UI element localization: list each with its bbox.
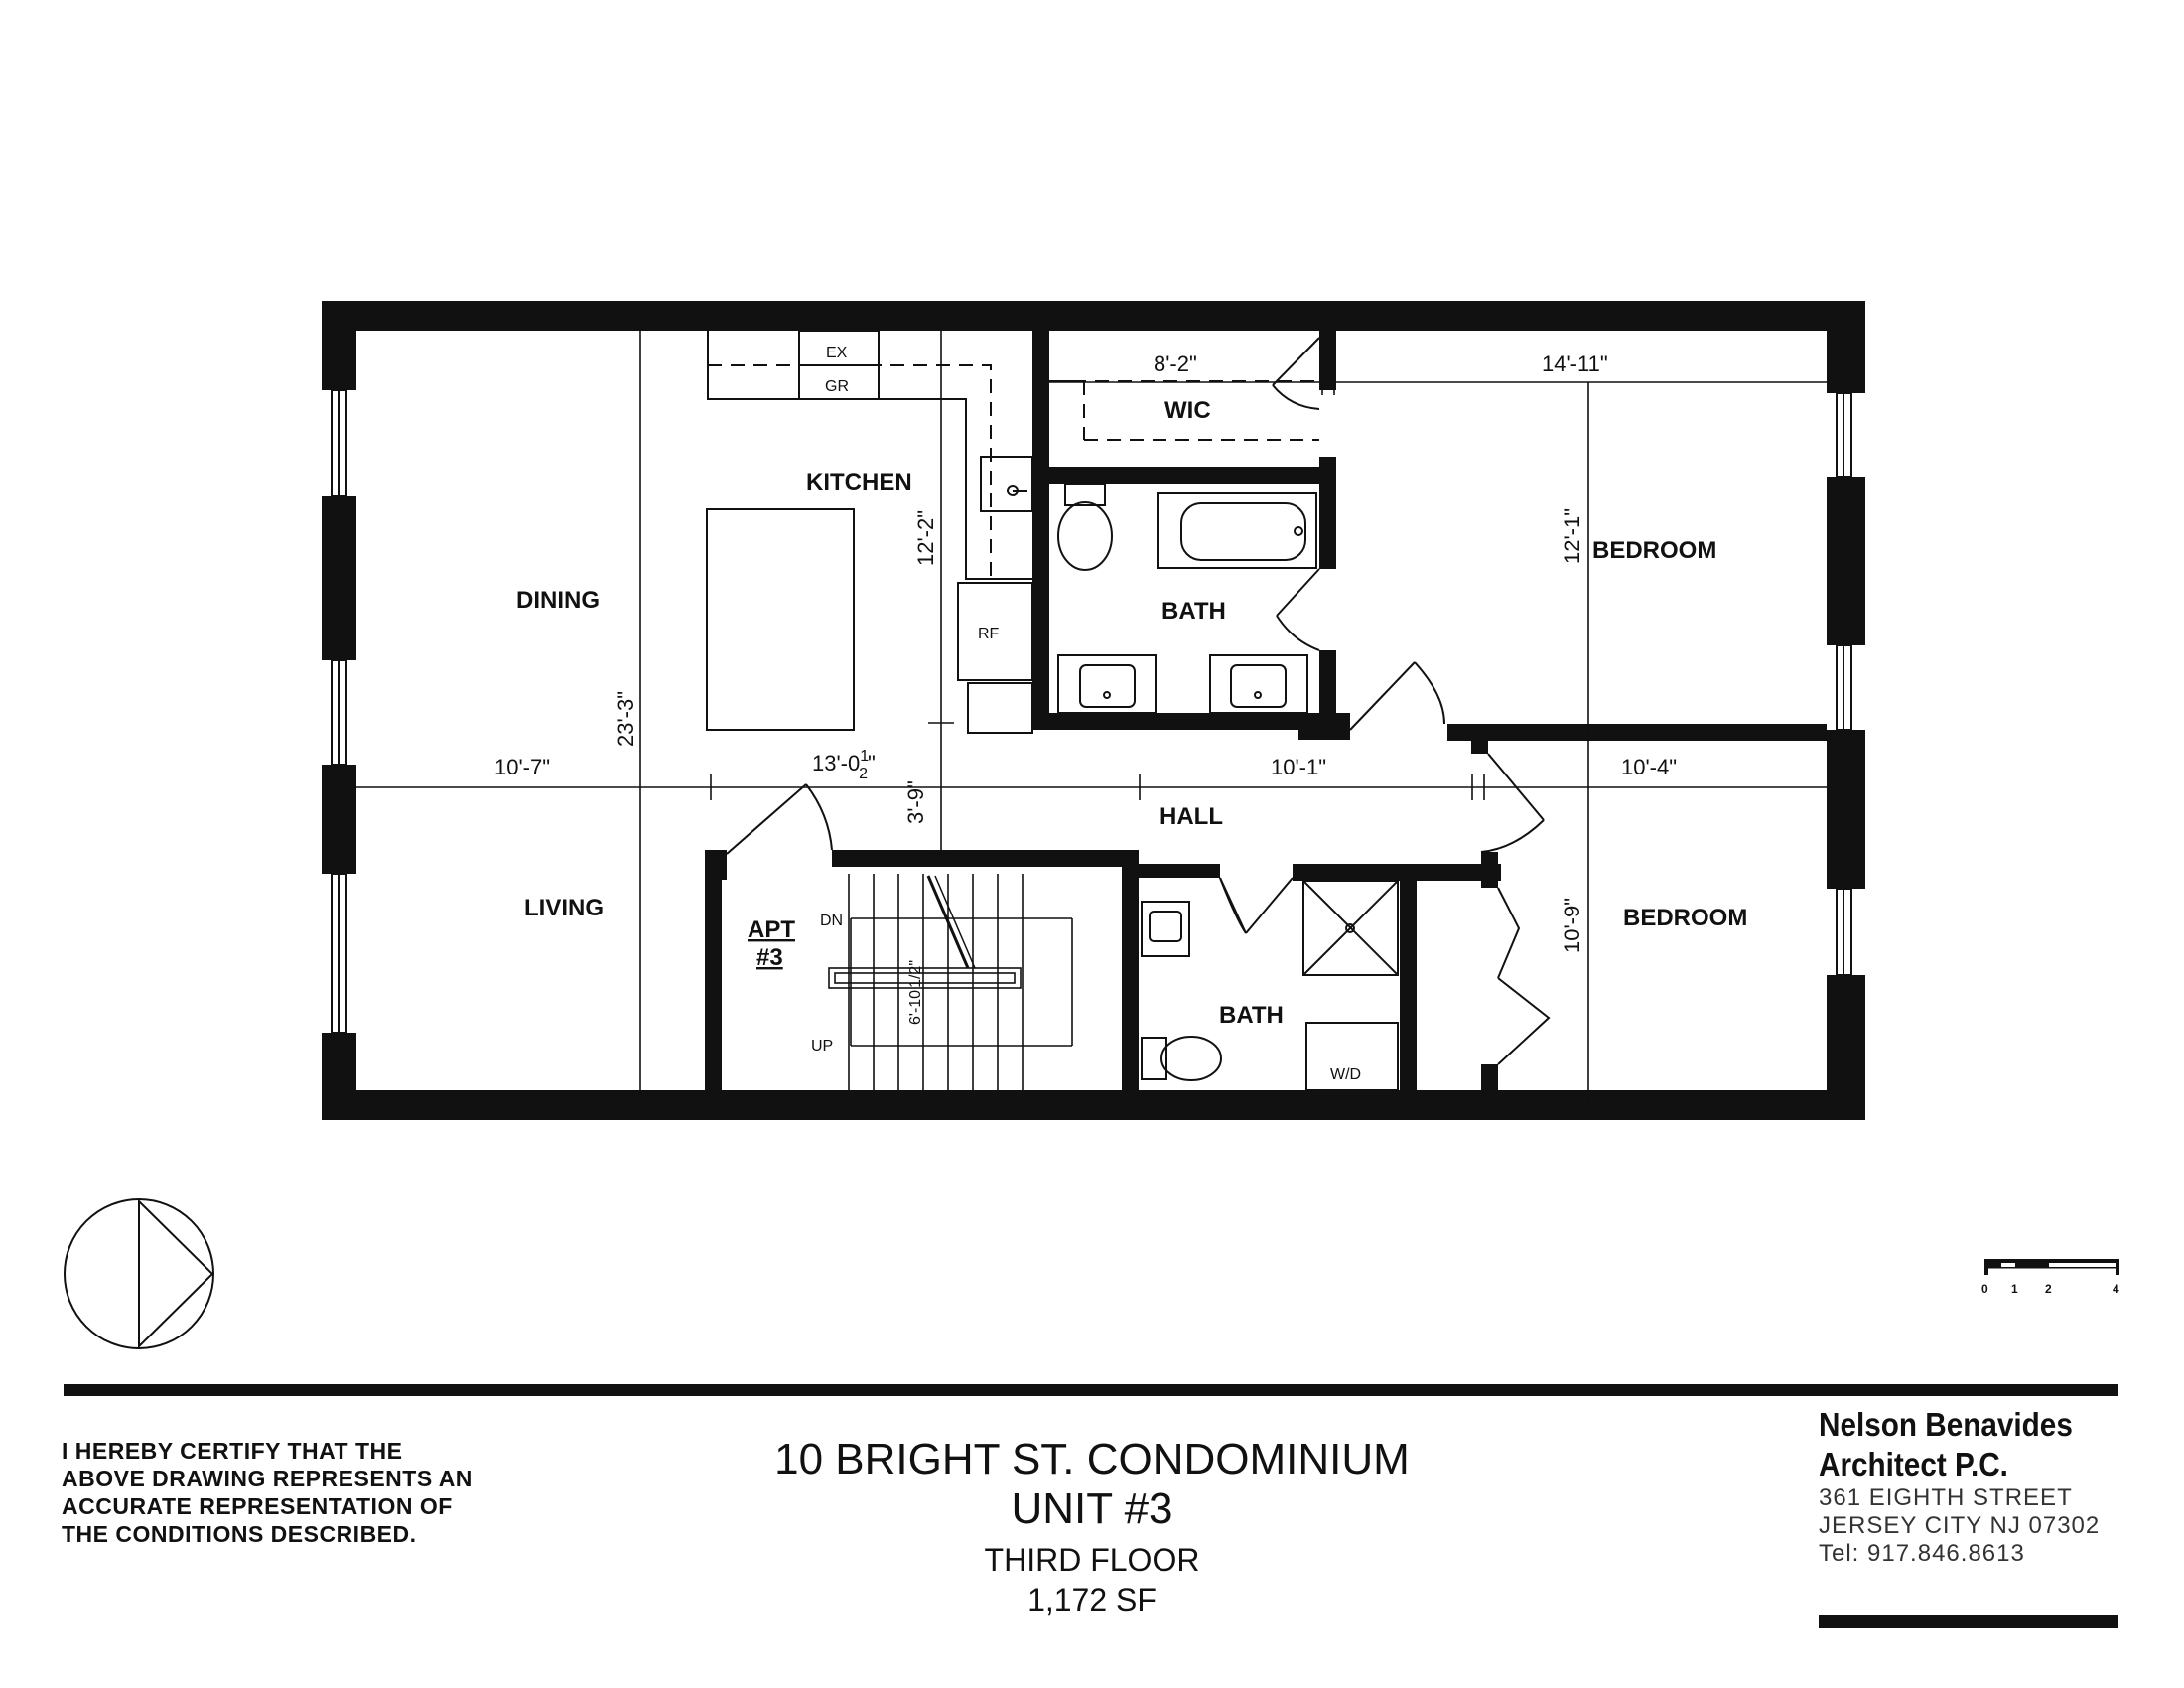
upper-bath-fixtures (1049, 380, 1319, 714)
title-block: 10 BRIGHT ST. CONDOMINIUM UNIT #3 THIRD … (695, 1435, 1489, 1619)
dim-stair-depth-main: 6'-10 (907, 990, 924, 1025)
title-block-top-rule (64, 1384, 2118, 1396)
firm-name-line1: Nelson Benavides (1819, 1406, 2073, 1443)
fixture-label-range: GR (825, 378, 849, 395)
scale-bar-label-2: 2 (2045, 1282, 2052, 1296)
lower-bath-fixtures (1141, 880, 1399, 1091)
room-label-apt: APT (748, 916, 795, 943)
dim-bedroom1-width: 14'-11" (1542, 352, 1608, 376)
room-label-bath-upper: BATH (1161, 598, 1226, 625)
interior-walls (705, 331, 1827, 1090)
room-label-dining: DINING (516, 587, 600, 614)
firm-address-street: 361 EIGHTH STREET (1819, 1484, 2073, 1511)
firm-address-city: JERSEY CITY NJ 07302 (1819, 1512, 2101, 1539)
dim-bedroom2-width: 10'-4" (1621, 755, 1677, 779)
firm-bottom-rule (1819, 1615, 2118, 1628)
dim-kitchen-width-main: 13'-0 (812, 751, 860, 775)
firm-name-line2: Architect P.C. (1819, 1446, 2008, 1482)
dim-hall-length: 10'-1" (1271, 755, 1326, 779)
architect-firm-block: Nelson Benavides Architect P.C. 361 EIGH… (1819, 1405, 2116, 1568)
room-label-bedroom-lower: BEDROOM (1623, 905, 1747, 931)
floor-area: 1,172 SF (1027, 1582, 1157, 1618)
room-label-bedroom-upper: BEDROOM (1592, 537, 1716, 564)
fixture-label-exhaust: EX (826, 345, 848, 361)
exterior-walls (322, 301, 1865, 1120)
firm-phone: Tel: 917.846.8613 (1819, 1540, 2025, 1567)
stair-label-down: DN (820, 913, 843, 929)
dim-bedroom2-depth: 10'-9" (1560, 898, 1584, 953)
certification-statement: I HEREBY CERTIFY THAT THE ABOVE DRAWING … (62, 1438, 473, 1547)
dim-stair-depth: 6'-10 1/2" (907, 960, 924, 1025)
north-arrow (64, 1198, 214, 1349)
kitchen-fixtures (706, 330, 1033, 734)
room-label-kitchen: KITCHEN (806, 469, 912, 495)
scale-bar-label-4: 4 (2113, 1282, 2119, 1296)
dim-kitchen-width-num: 1 (860, 748, 869, 765)
dim-overall-depth: 23'-3" (614, 691, 638, 747)
fixture-label-washer-dryer: W/D (1330, 1066, 1361, 1083)
room-label-wic: WIC (1164, 397, 1211, 424)
dim-dining-width: 10'-7" (494, 755, 550, 779)
windows (331, 389, 1852, 1034)
unit-number: UNIT #3 (1011, 1484, 1173, 1533)
stair-label-up: UP (811, 1038, 833, 1055)
room-labels: DINING KITCHEN LIVING WIC BATH BEDROOM H… (516, 397, 1747, 1029)
room-label-hall: HALL (1160, 803, 1223, 830)
scale-bar-label-0: 0 (1981, 1282, 1988, 1296)
scale-bar-label-1: 1 (2011, 1282, 2018, 1296)
floor-level: THIRD FLOOR (984, 1542, 1200, 1578)
fixture-label-fridge: RF (978, 626, 1000, 642)
room-label-apt-number: #3 (756, 944, 783, 971)
dim-stair-depth-frac: 1/2" (907, 960, 924, 988)
room-label-living: LIVING (524, 895, 604, 921)
fixture-labels: EX GR RF W/D DN UP (811, 345, 1361, 1083)
dimension-lines (356, 331, 1827, 1109)
stairs (828, 874, 1073, 1090)
project-name: 10 BRIGHT ST. CONDOMINIUM (774, 1435, 1410, 1483)
dim-kitchen-width-den: 2 (859, 766, 868, 782)
scale-bar: 0 1 2 4 (1981, 1259, 2119, 1296)
dim-kitchen-depth: 12'-2" (913, 510, 938, 566)
dim-wic-width: 8'-2" (1154, 352, 1197, 376)
room-label-bath-lower: BATH (1219, 1002, 1284, 1029)
dim-bedroom1-depth: 12'-1" (1560, 508, 1584, 564)
dim-kitchen-width-close: " (868, 751, 876, 775)
dim-hall-depth: 3'-9" (903, 780, 928, 824)
